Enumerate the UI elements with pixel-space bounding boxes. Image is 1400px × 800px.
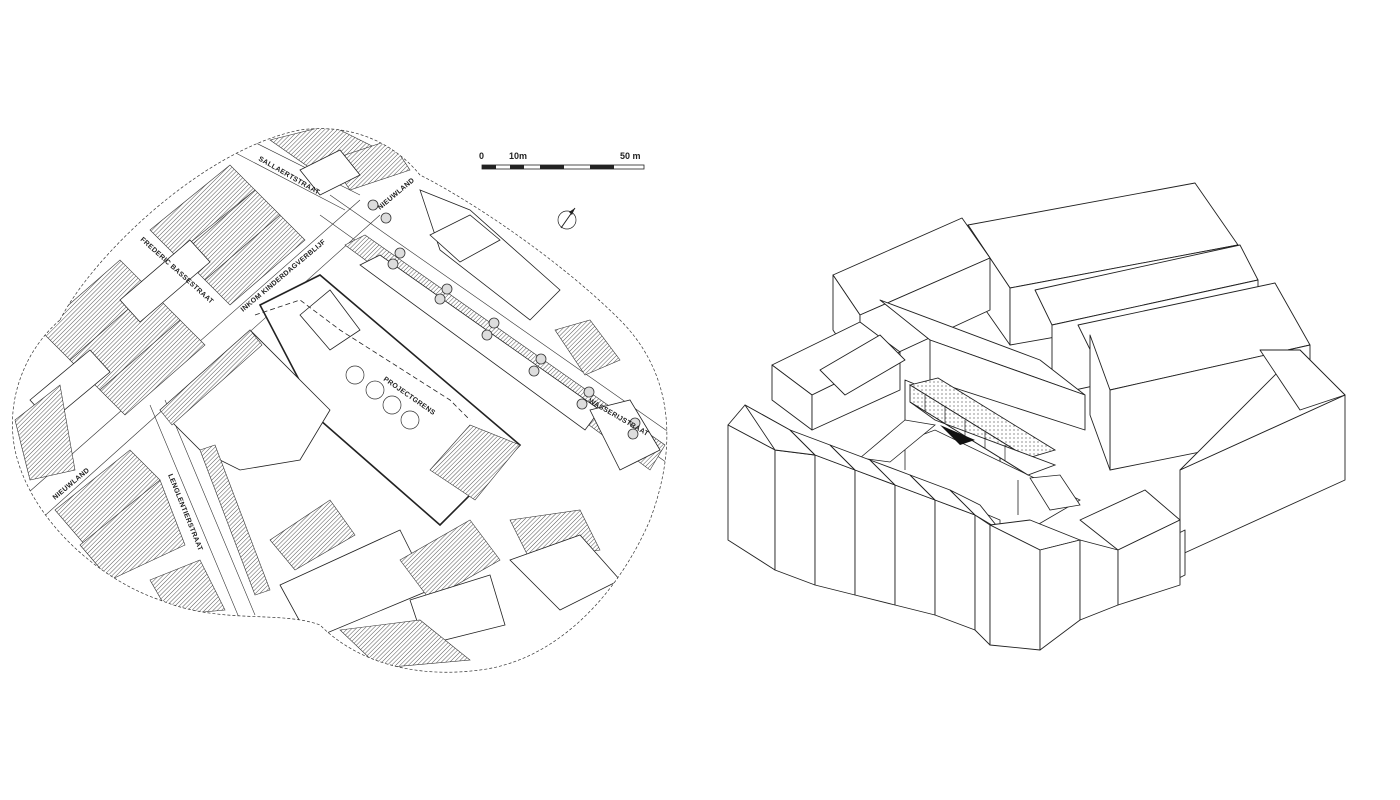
axonometric-view bbox=[727, 182, 1346, 651]
scale-label-0: 0 bbox=[479, 151, 484, 161]
site-plan-outline bbox=[12, 128, 668, 673]
street-trees bbox=[367, 199, 641, 440]
site-plan: SALLAERTSTRAAT NIEUWLAND FREDERIC BASSES… bbox=[12, 128, 668, 673]
scale-label-10m: 10m bbox=[509, 151, 527, 161]
site-plan-map bbox=[14, 128, 667, 669]
elevated-bridge-structure bbox=[859, 377, 1081, 515]
street-label-nieuwland-top: NIEUWLAND bbox=[377, 177, 416, 212]
north-arrow-icon bbox=[557, 207, 577, 230]
scale-bar: 0 10m 50 m bbox=[479, 151, 645, 170]
front-row-houses bbox=[744, 404, 1001, 646]
scale-label-50m: 50 m bbox=[620, 151, 641, 161]
